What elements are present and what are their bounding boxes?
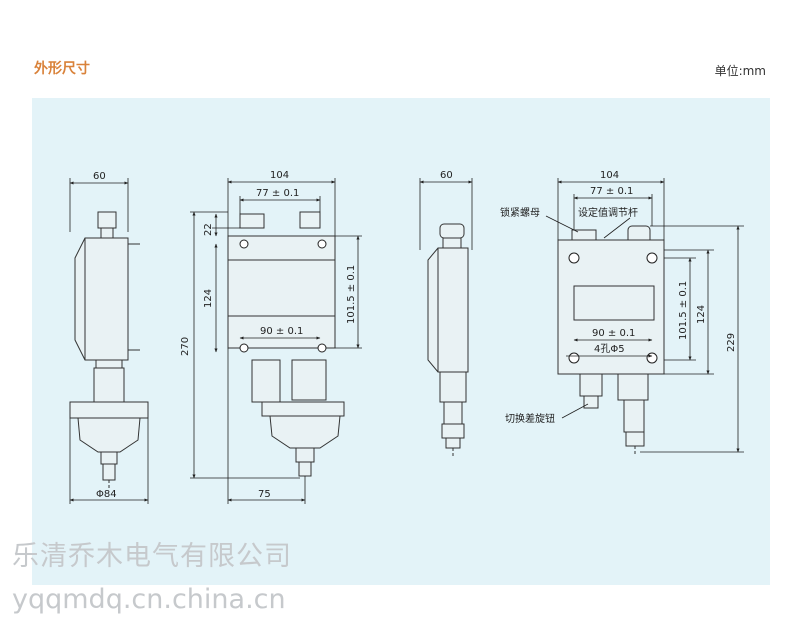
dim-front-b-101: 101.5 ± 0.1 [678,281,689,340]
dim-front-a-bottom-spacing: 90 ± 0.1 [260,326,303,337]
dim-front-a-124: 124 [203,289,214,308]
callout-diff-knob: 切换差旋钮 [505,412,555,425]
side-view-a [69,211,149,488]
dim-side-a-dia: Φ84 [96,489,117,500]
dim-side-b-width: 60 [440,170,453,181]
dim-front-a-270: 270 [180,337,191,356]
dim-front-b-width: 104 [600,170,619,181]
dim-side-a-width: 60 [93,171,106,182]
watermark-site: yqqmdq.cn.china.cn [12,584,286,615]
dim-front-b-124: 124 [696,305,707,324]
watermark-company: 乐清乔木电气有限公司 [12,541,292,572]
dim-front-b-bottom-spacing: 90 ± 0.1 [592,328,635,339]
dim-front-b-holes: 4孔Φ5 [594,343,625,355]
dim-front-a-width: 104 [270,170,289,181]
front-view-a-dims [190,178,362,504]
callout-lock-nut: 锁紧螺母 [500,206,540,219]
callout-setpoint-rod: 设定值调节杆 [578,206,638,219]
dim-front-b-229: 229 [726,333,737,352]
front-view-b-holes [568,252,658,364]
dim-front-a-75: 75 [258,489,271,500]
dim-front-a-101: 101.5 ± 0.1 [346,265,357,324]
dim-front-a-top-spacing: 77 ± 0.1 [256,188,299,199]
front-view-b-dims [557,178,744,453]
side-view-a-dims [69,178,149,504]
side-view-b [427,223,469,456]
side-view-b-dims [419,178,473,250]
dim-front-a-22: 22 [203,223,214,236]
front-view-a [227,211,345,477]
unit-label: 单位:mm [714,64,766,78]
front-view-a-holes [239,239,327,353]
dim-front-b-top-spacing: 77 ± 0.1 [590,186,633,197]
callout-leaders [545,215,631,419]
section-title: 外形尺寸 [34,61,90,77]
